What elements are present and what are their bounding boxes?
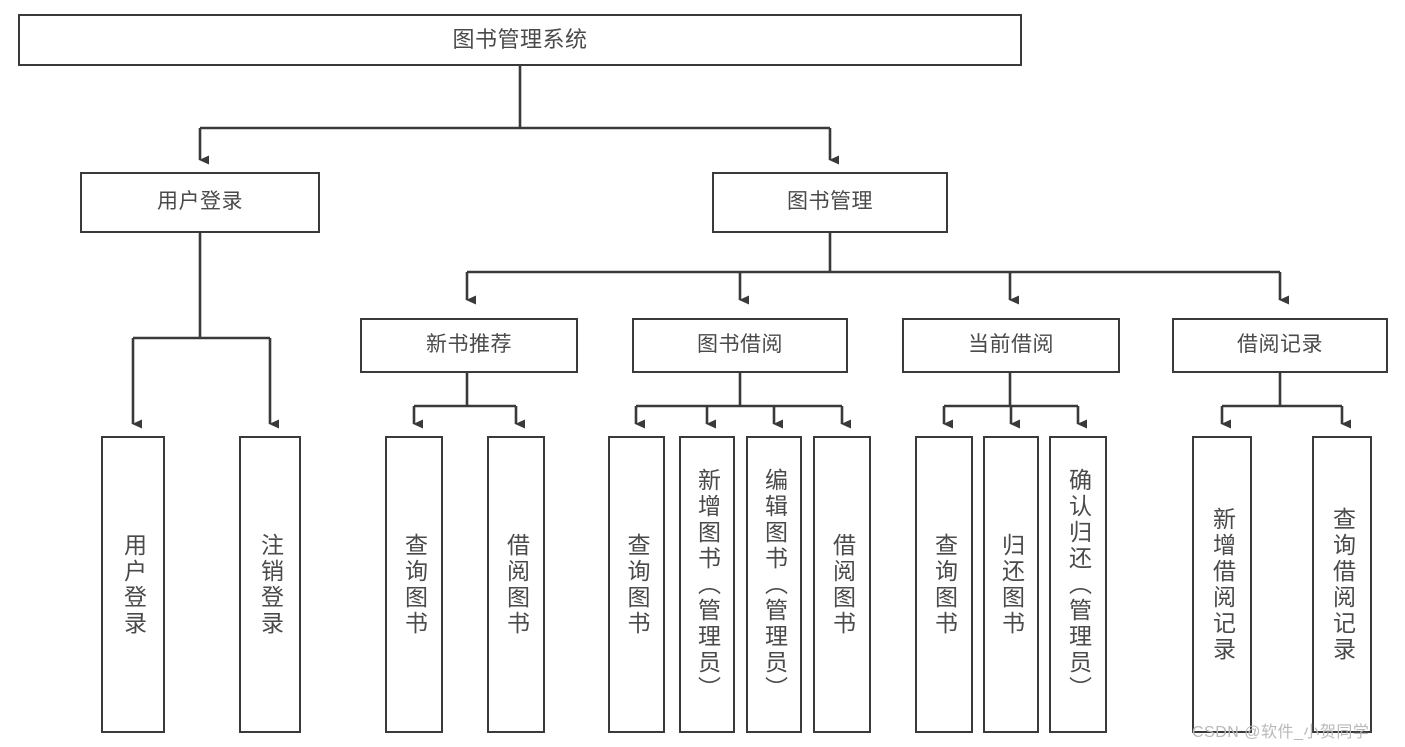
leaf-return-book[interactable]: 归还图书 <box>983 436 1039 733</box>
node-book-management[interactable]: 图书管理 <box>712 172 948 233</box>
leaf-user-login[interactable]: 用户登录 <box>101 436 165 733</box>
node-current-borrow[interactable]: 当前借阅 <box>902 318 1120 373</box>
node-book-management-label: 图书管理 <box>787 190 873 214</box>
node-root-label: 图书管理系统 <box>452 27 588 53</box>
node-user-login-label: 用户登录 <box>157 190 243 214</box>
leaf-query-book-1[interactable]: 查询图书 <box>385 436 443 733</box>
leaf-query-book-3[interactable]: 查询图书 <box>915 436 973 733</box>
node-user-login[interactable]: 用户登录 <box>80 172 320 233</box>
node-current-borrow-label: 当前借阅 <box>968 333 1054 357</box>
leaf-query-book-3-label: 查询图书 <box>931 532 958 637</box>
leaf-borrow-book-1[interactable]: 借阅图书 <box>487 436 545 733</box>
leaf-add-book-label: 新增图书（管理员） <box>694 467 721 702</box>
leaf-query-book-2-label: 查询图书 <box>624 532 650 637</box>
leaf-query-book-1-label: 查询图书 <box>401 532 428 637</box>
node-root[interactable]: 图书管理系统 <box>18 14 1022 66</box>
leaf-user-login-label: 用户登录 <box>120 532 147 637</box>
node-borrow-record-label: 借阅记录 <box>1237 333 1323 357</box>
node-new-book-recommend-label: 新书推荐 <box>426 333 512 357</box>
leaf-query-book-2[interactable]: 查询图书 <box>608 436 665 733</box>
node-book-borrow-label: 图书借阅 <box>697 333 783 357</box>
leaf-confirm-return[interactable]: 确认归还（管理员） <box>1049 436 1107 733</box>
leaf-query-record-label: 查询借阅记录 <box>1329 506 1356 663</box>
leaf-query-record[interactable]: 查询借阅记录 <box>1312 436 1372 733</box>
leaf-add-book[interactable]: 新增图书（管理员） <box>679 436 735 733</box>
node-new-book-recommend[interactable]: 新书推荐 <box>360 318 578 373</box>
csdn-watermark: CSDN @软件_小贺同学 <box>1192 724 1370 741</box>
leaf-user-logout-label: 注销登录 <box>257 532 284 637</box>
leaf-user-logout[interactable]: 注销登录 <box>239 436 301 733</box>
leaf-edit-book[interactable]: 编辑图书（管理员） <box>746 436 802 733</box>
node-book-borrow[interactable]: 图书借阅 <box>632 318 848 373</box>
leaf-borrow-book-1-label: 借阅图书 <box>503 532 530 637</box>
leaf-borrow-book-2[interactable]: 借阅图书 <box>813 436 871 733</box>
leaf-add-record[interactable]: 新增借阅记录 <box>1192 436 1252 733</box>
leaf-edit-book-label: 编辑图书（管理员） <box>761 467 788 702</box>
leaf-return-book-label: 归还图书 <box>998 532 1025 637</box>
leaf-borrow-book-2-label: 借阅图书 <box>829 532 856 637</box>
node-borrow-record[interactable]: 借阅记录 <box>1172 318 1388 373</box>
leaf-confirm-return-label: 确认归还（管理员） <box>1065 467 1092 702</box>
leaf-add-record-label: 新增借阅记录 <box>1209 506 1236 663</box>
